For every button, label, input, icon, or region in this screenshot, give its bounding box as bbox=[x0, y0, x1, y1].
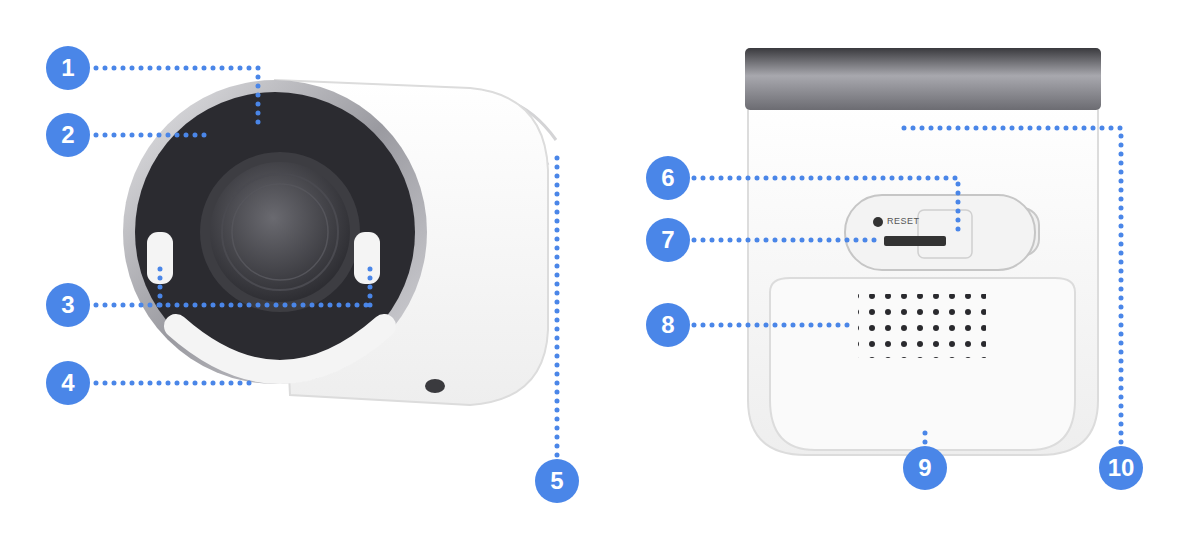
back-camera bbox=[745, 48, 1101, 462]
callout-number: 5 bbox=[535, 459, 579, 503]
callout-number: 1 bbox=[46, 46, 90, 90]
callout-number: 6 bbox=[646, 156, 690, 200]
callout-number: 10 bbox=[1099, 446, 1143, 490]
callout-number: 7 bbox=[646, 218, 690, 262]
callout-number: 9 bbox=[903, 446, 947, 490]
front-camera bbox=[123, 80, 556, 405]
callout-number: 2 bbox=[46, 113, 90, 157]
button-label: RESET bbox=[887, 216, 920, 226]
callout-number: 4 bbox=[46, 361, 90, 405]
callout-number: 8 bbox=[646, 303, 690, 347]
callout-number: 3 bbox=[46, 283, 90, 327]
leader-lines bbox=[96, 68, 1121, 455]
